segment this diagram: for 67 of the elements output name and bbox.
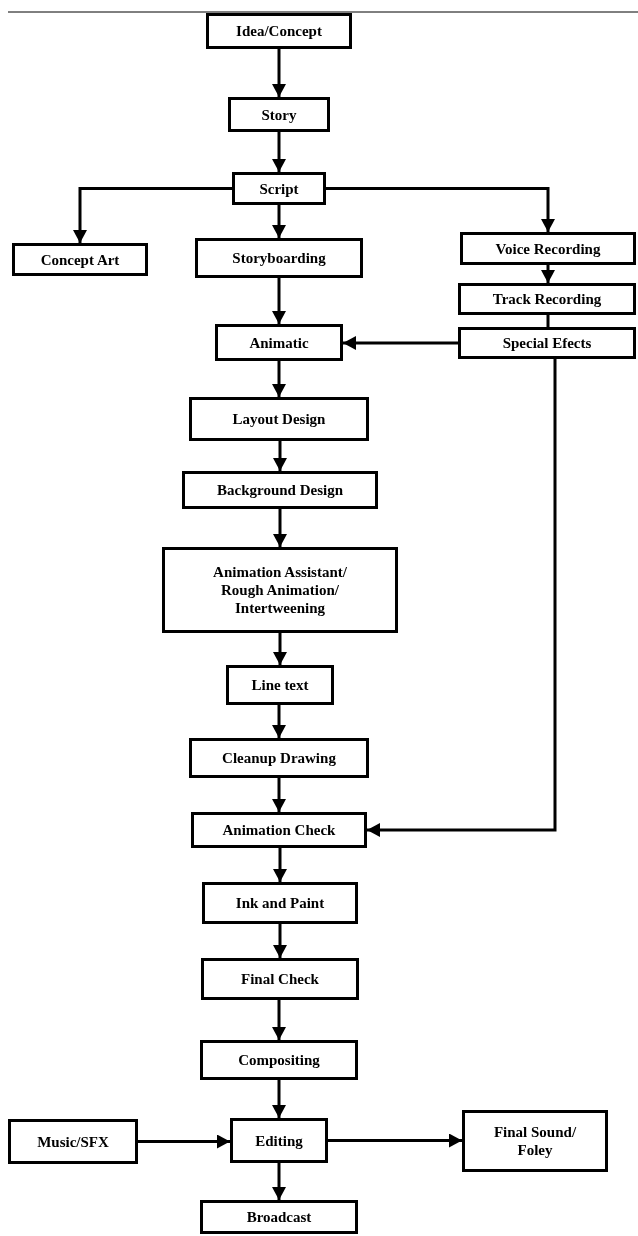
arrow <box>73 187 232 243</box>
step-label: Animatic <box>249 333 309 352</box>
process-box <box>458 327 636 359</box>
arrow <box>272 1080 286 1118</box>
step-label: Music/SFX <box>37 1132 109 1151</box>
process-box <box>201 958 359 1000</box>
arrow <box>272 705 286 738</box>
step-label: Animation Assistant/ Rough Animation/ Intertweening <box>212 563 348 617</box>
step-label: Idea/Concept <box>236 22 322 40</box>
step-label: Track Recording <box>492 290 602 308</box>
process-box <box>195 238 363 278</box>
process-box <box>191 812 367 848</box>
process-box <box>462 1110 608 1172</box>
process-box <box>12 243 148 276</box>
step-label: Background Design <box>217 481 343 499</box>
arrow <box>272 278 286 324</box>
process-box <box>200 1200 358 1234</box>
arrow <box>328 1133 462 1148</box>
process-box <box>8 1119 138 1164</box>
process-box <box>189 738 369 778</box>
process-box <box>162 547 398 633</box>
process-box <box>189 397 369 441</box>
process-box <box>226 665 334 705</box>
step-label: Voice Recording <box>495 239 601 258</box>
process-box <box>228 97 330 132</box>
arrow <box>273 633 287 665</box>
step-label: Compositing <box>238 1051 320 1069</box>
step-label: Layout Design <box>232 410 326 428</box>
process-box <box>202 882 358 924</box>
process-box <box>182 471 378 509</box>
step-label: Cleanup Drawing <box>222 749 336 767</box>
step-label: Special Efects <box>502 334 592 352</box>
process-box <box>206 13 352 49</box>
step-label: Final Check <box>241 970 319 988</box>
step-label: Story <box>261 105 297 124</box>
arrow <box>272 778 286 812</box>
process-box <box>230 1118 328 1163</box>
arrow <box>272 1000 286 1040</box>
arrow <box>272 361 286 397</box>
arrow <box>326 187 555 232</box>
arrow <box>541 265 555 283</box>
arrow <box>272 1163 286 1200</box>
step-label: Animation Check <box>222 821 336 839</box>
arrow <box>138 1134 230 1149</box>
process-box <box>458 283 636 315</box>
step-label: Storyboarding <box>232 249 326 267</box>
arrow <box>272 132 286 172</box>
step-label: Broadcast <box>246 1208 312 1226</box>
step-label: Line text <box>251 676 309 694</box>
arrow <box>273 848 287 882</box>
arrow <box>273 509 287 547</box>
arrow <box>273 924 287 958</box>
arrow <box>273 441 287 471</box>
step-label: Concept Art <box>40 250 120 269</box>
arrow <box>272 49 286 97</box>
step-label: Final Sound/ Foley <box>492 1123 578 1159</box>
step-label: Script <box>259 179 299 198</box>
step-label: Editing <box>255 1131 303 1150</box>
arrow <box>272 205 286 238</box>
arrow <box>367 359 557 837</box>
arrow <box>343 336 458 350</box>
process-box <box>215 324 343 361</box>
process-box <box>200 1040 358 1080</box>
process-box <box>460 232 636 265</box>
process-box <box>232 172 326 205</box>
step-label: Ink and Paint <box>235 894 325 912</box>
connector-line <box>546 315 550 327</box>
